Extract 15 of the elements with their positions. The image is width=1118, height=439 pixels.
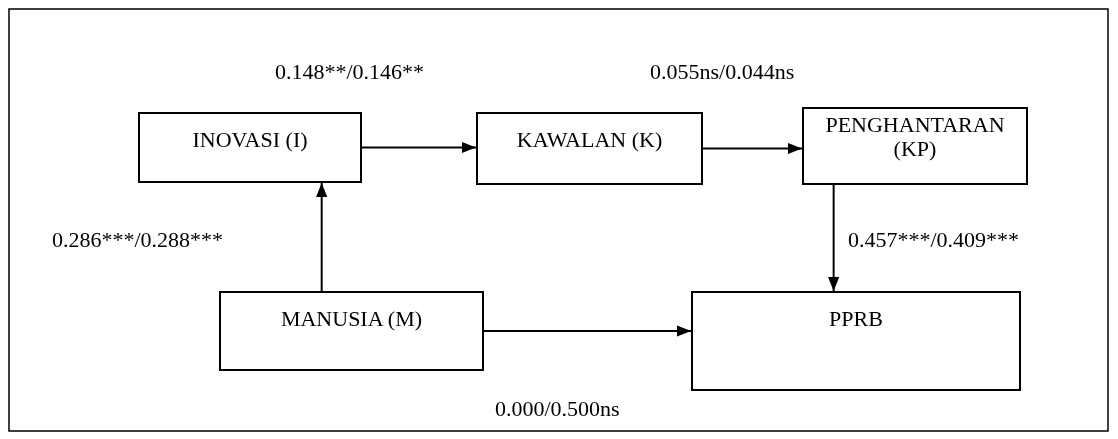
variable-box [691,291,1021,391]
arrow [361,141,477,154]
variable-box [138,112,362,183]
variable-name: INOVASI (I) [192,128,308,152]
variable-box [476,112,703,185]
arrow [483,325,692,337]
arrow [702,142,803,155]
arrow [316,182,328,292]
variable-name: PPRB [829,307,883,331]
variable-name: KAWALAN (K) [516,128,663,152]
variable-name: PENGHANTARAN (KP) [824,113,1006,161]
variable-box [219,291,484,371]
variable-name: MANUSIA (M) [280,307,423,331]
arrow [828,184,840,292]
variable-box [802,107,1028,185]
